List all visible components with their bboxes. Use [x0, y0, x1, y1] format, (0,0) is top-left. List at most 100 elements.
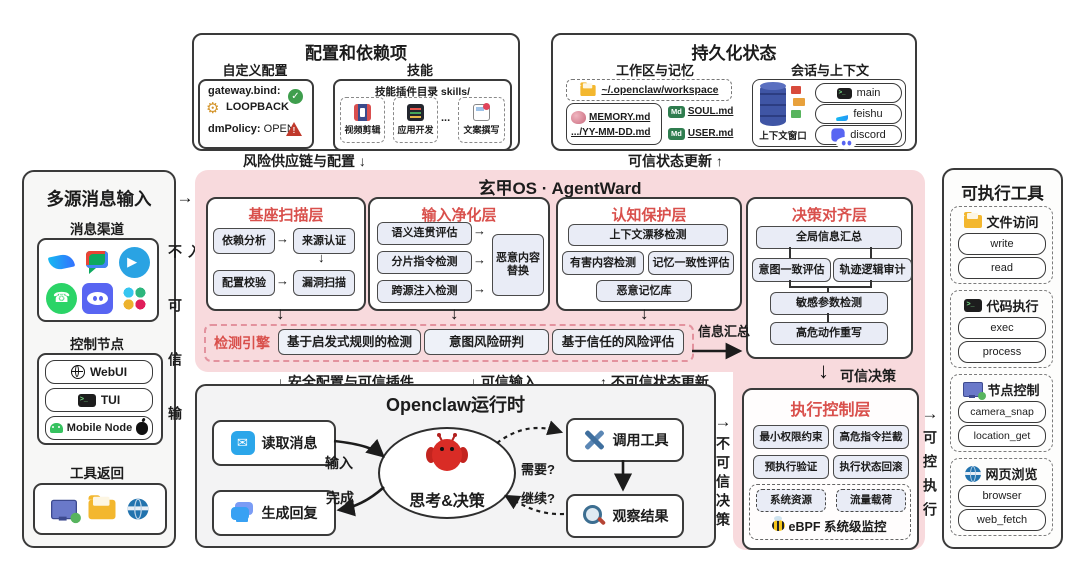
video-editing-icon [354, 104, 371, 121]
session-name: discord [850, 129, 886, 141]
control-node-label: Mobile Node [66, 422, 133, 434]
tool-write: write [958, 233, 1046, 255]
detection-engine-label: 检测引擎 [214, 335, 270, 351]
high-risk-cmd-intercept: 高危指令拦截 [833, 425, 909, 449]
tool-web-fetch: web_fetch [958, 509, 1046, 531]
arrow-down: ↓ [450, 304, 459, 323]
dmpolicy-row: dmPolicy: OPEN [208, 123, 295, 135]
mail-icon: ✉ [230, 431, 255, 455]
heuristic-rule-detection: 基于启发式规则的检测 [278, 329, 421, 355]
control-node-webui: WebUI [45, 360, 153, 384]
ebpf-monitor-label-row: eBPF 系统级监控 [749, 516, 909, 535]
session-feishu: feishu [815, 104, 902, 124]
soul-file: SOUL.md [687, 106, 734, 118]
tool-read: read [958, 257, 1046, 279]
arrow-right: → [276, 273, 289, 288]
agentward-title: 玄甲OS · AgentWard [478, 179, 642, 198]
database-icon [760, 82, 786, 126]
folder-icon [88, 494, 116, 519]
tool-exec: exec [958, 317, 1046, 339]
right-panel-title: 可执行工具 [961, 185, 1044, 203]
cross-source-injection-detect: 跨源注入检测 [377, 280, 472, 303]
session-name: main [856, 87, 881, 99]
context-chunk-orange [793, 98, 805, 106]
workspace-memory-title: 工作区与记忆 [615, 63, 694, 78]
web-icon [965, 465, 982, 482]
arrow-down: ↓ [276, 304, 285, 323]
dependency-analysis: 依赖分析 [213, 228, 275, 254]
channels-title: 消息渠道 [70, 222, 124, 237]
config-verification: 配置校验 [213, 270, 275, 296]
skill-copywriting: 文案撰写 [458, 97, 505, 143]
send-glyph: ▶ [127, 253, 138, 269]
right-arrow: → [176, 188, 194, 207]
globe-icon [70, 365, 85, 379]
feishu-icon [834, 107, 849, 121]
read-message-label: 读取消息 [261, 435, 318, 451]
chat-bubbles-icon [230, 502, 255, 524]
arrow-down: ↓ [318, 250, 325, 265]
bee-icon [771, 516, 785, 531]
context-drift-detect: 上下文漂移检测 [568, 224, 728, 246]
brain-icon [571, 110, 586, 124]
done-flow-label: 完成 [326, 490, 354, 506]
copywriting-icon [473, 103, 490, 121]
input-flow-label: 输入 [325, 455, 353, 471]
skill-label: 应用开发 [397, 125, 434, 135]
group-label: 文件访问 [986, 215, 1039, 230]
tool-camera-snap: camera_snap [958, 401, 1046, 423]
intent-consistency-eval: 意图一致评估 [752, 258, 831, 282]
min-permission-constraint: 最小权限约束 [753, 425, 829, 449]
config-box-title: 配置和依赖项 [305, 44, 407, 63]
arrow-right: → [473, 223, 486, 238]
arrow-right: → [473, 252, 486, 267]
session-context-title: 会话与上下文 [790, 63, 869, 78]
control-node-tui: >_ TUI [45, 388, 153, 412]
session-main: >_ main [815, 83, 902, 103]
context-chunk-red [791, 86, 801, 94]
session-discord: discord [815, 125, 902, 150]
untrusted-decision-flow: → 不可信决策 [713, 412, 733, 531]
apple-icon [136, 421, 149, 435]
read-message-card: ✉ 读取消息 [212, 420, 336, 466]
magnifier-icon [582, 504, 606, 528]
control-nodes-title: 控制节点 [70, 337, 124, 352]
group-label: 网页浏览 [985, 467, 1038, 482]
discord-icon [831, 128, 857, 150]
app-dev-icon [407, 104, 424, 121]
file-access-group: 文件访问 write read [950, 206, 1053, 284]
discord-icon [82, 282, 114, 314]
soul-file-row: Md SOUL.md [668, 106, 733, 118]
traffic-payload: 流量载荷 [836, 489, 906, 512]
group-label: 代码执行 [986, 299, 1039, 314]
folder-icon [580, 81, 597, 96]
skills-ellipsis: ... [441, 112, 451, 124]
observe-result-card: 观察结果 [566, 494, 684, 538]
call-tool-label: 调用工具 [612, 432, 669, 448]
tool-process: process [958, 341, 1046, 363]
pre-exec-verification: 预执行验证 [753, 455, 829, 479]
fragmented-instruction-detect: 分片指令检测 [377, 251, 472, 274]
workspace-path-box: ~/.openclaw/workspace [566, 79, 732, 101]
global-info-summary: 全局信息汇总 [756, 226, 902, 249]
harmful-content-detect: 有害内容检测 [562, 251, 644, 275]
slack-icon [119, 282, 151, 314]
generate-reply-label: 生成回复 [261, 505, 318, 521]
arrow-right: → [276, 231, 289, 246]
android-icon [49, 423, 63, 433]
node-icon [963, 382, 987, 400]
terminal-icon: >_ [77, 393, 96, 407]
memory-file: MEMORY.md [589, 111, 651, 123]
skill-video-editing: 视频剪辑 [340, 97, 385, 143]
markdown-icon: Md [668, 128, 685, 140]
untrusted-input-flow: → 不可信输入 [167, 188, 203, 500]
trusted-state-label: 可信状态更新 ↑ [628, 153, 723, 169]
right-arrow: → [714, 412, 732, 431]
exec-state-rollback: 执行状态回滚 [833, 455, 909, 479]
continue-flow-label: 继续? [521, 491, 555, 506]
google-chat-icon [82, 246, 114, 278]
group-label: 节点控制 [987, 383, 1040, 398]
persist-box-title: 持久化状态 [691, 44, 777, 63]
web-browse-group: 网页浏览 browser web_fetch [950, 458, 1053, 536]
untrusted-decision-label: 不可信决策 [715, 436, 731, 531]
